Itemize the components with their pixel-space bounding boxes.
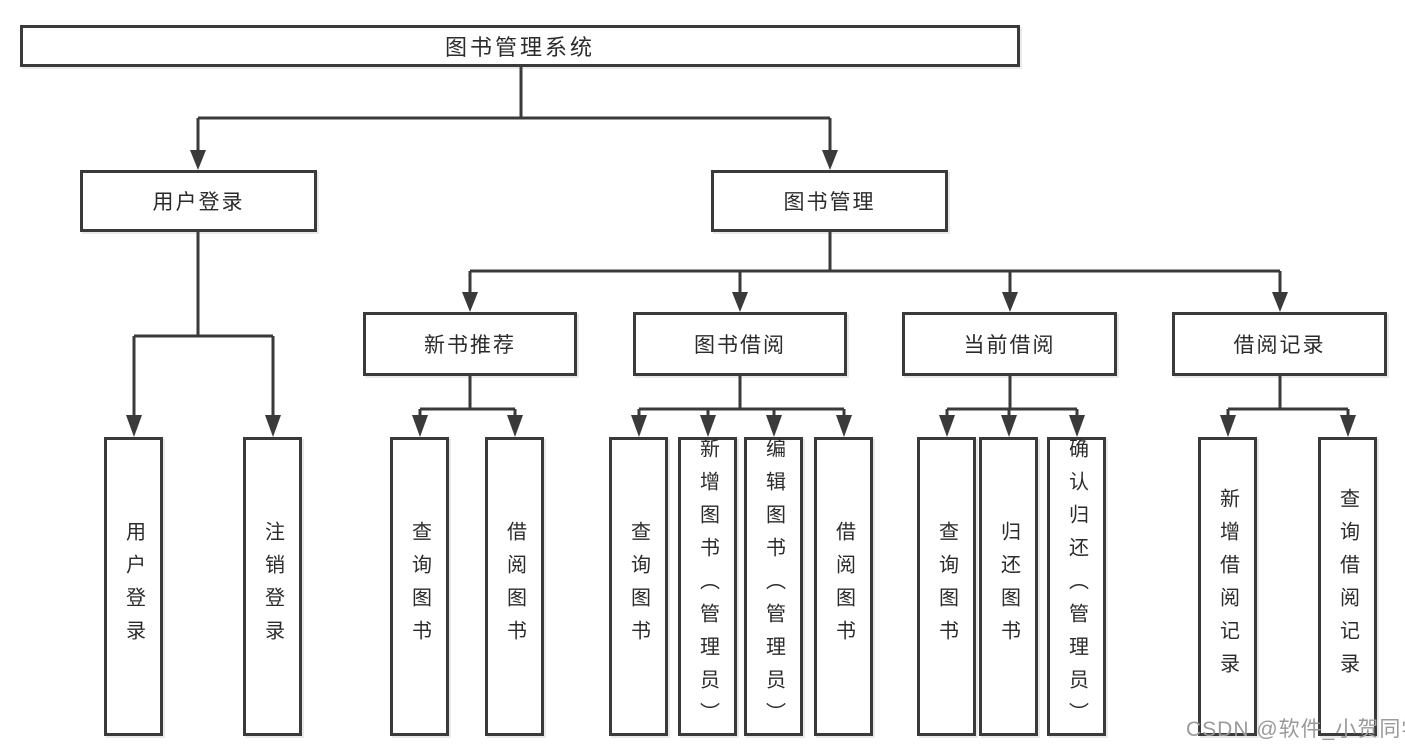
arrow-down-icon: [126, 415, 142, 437]
arrow-down-icon: [190, 150, 206, 170]
arrow-down-icon: [1272, 292, 1288, 312]
leaf-user-login: 用户登录: [104, 437, 163, 736]
leaf-label: 新增图书（管理员）: [696, 438, 719, 735]
leaf-label: 新增借阅记录: [1216, 487, 1239, 686]
node-book-borrowing: 图书借阅: [633, 312, 847, 376]
leaf-label: 用户登录: [122, 520, 145, 653]
arrow-down-icon: [412, 415, 428, 437]
arrow-down-icon: [700, 415, 716, 437]
node-label: 借阅记录: [1233, 334, 1326, 357]
arrow-down-icon: [1340, 415, 1356, 437]
node-book-management: 图书管理: [711, 170, 948, 232]
leaf-label: 查询图书: [627, 520, 650, 653]
node-library-management-system: 图书管理系统: [20, 25, 1020, 67]
node-new-book-recommendation: 新书推荐: [363, 312, 577, 376]
arrow-down-icon: [939, 415, 955, 437]
node-user-login: 用户登录: [80, 170, 317, 232]
arrow-down-icon: [507, 415, 523, 437]
node-label: 用户登录: [152, 191, 245, 214]
node-current-borrowing: 当前借阅: [902, 312, 1117, 376]
leaf-borrow-books: 借阅图书: [814, 437, 873, 736]
leaf-label: 查询图书: [935, 520, 958, 653]
leaf-logout: 注销登录: [243, 437, 302, 736]
leaf-query-books-recommend: 查询图书: [390, 437, 449, 736]
leaf-label: 注销登录: [261, 520, 284, 653]
node-label: 图书管理: [783, 191, 876, 214]
leaf-borrow-books-recommend: 借阅图书: [485, 437, 544, 736]
arrow-down-icon: [265, 415, 281, 437]
node-label: 新书推荐: [424, 334, 516, 357]
arrow-down-icon: [631, 415, 647, 437]
leaf-query-books-current: 查询图书: [917, 437, 976, 736]
csdn-watermark: CSDN @软件_小贺同学: [1186, 718, 1405, 741]
leaf-label: 确认归还（管理员）: [1065, 438, 1088, 735]
leaf-query-borrow-record: 查询借阅记录: [1318, 437, 1377, 736]
leaf-return-book: 归还图书: [979, 437, 1038, 736]
arrow-down-icon: [1220, 415, 1236, 437]
leaf-add-borrow-record: 新增借阅记录: [1198, 437, 1257, 736]
leaf-edit-book-admin: 编辑图书（管理员）: [744, 437, 803, 736]
node-label: 图书管理系统: [444, 35, 595, 60]
leaf-add-book-admin: 新增图书（管理员）: [678, 437, 737, 736]
arrow-down-icon: [836, 415, 852, 437]
leaf-label: 查询借阅记录: [1336, 487, 1359, 686]
arrow-down-icon: [1001, 415, 1017, 437]
arrow-down-icon: [822, 150, 838, 170]
leaf-query-books-borrowing: 查询图书: [609, 437, 668, 736]
arrow-down-icon: [1069, 415, 1085, 437]
leaf-label: 借阅图书: [832, 520, 855, 653]
node-label: 图书借阅: [694, 334, 786, 357]
arrow-down-icon: [732, 292, 748, 312]
arrow-down-icon: [766, 415, 782, 437]
node-label: 当前借阅: [963, 334, 1056, 357]
node-borrowing-records: 借阅记录: [1172, 312, 1387, 376]
leaf-confirm-return-admin: 确认归还（管理员）: [1047, 437, 1106, 736]
leaf-label: 借阅图书: [503, 520, 526, 653]
leaf-label: 编辑图书（管理员）: [762, 438, 785, 735]
leaf-label: 查询图书: [408, 520, 431, 653]
arrow-down-icon: [1002, 292, 1018, 312]
leaf-label: 归还图书: [997, 520, 1020, 653]
arrow-down-icon: [462, 292, 478, 312]
